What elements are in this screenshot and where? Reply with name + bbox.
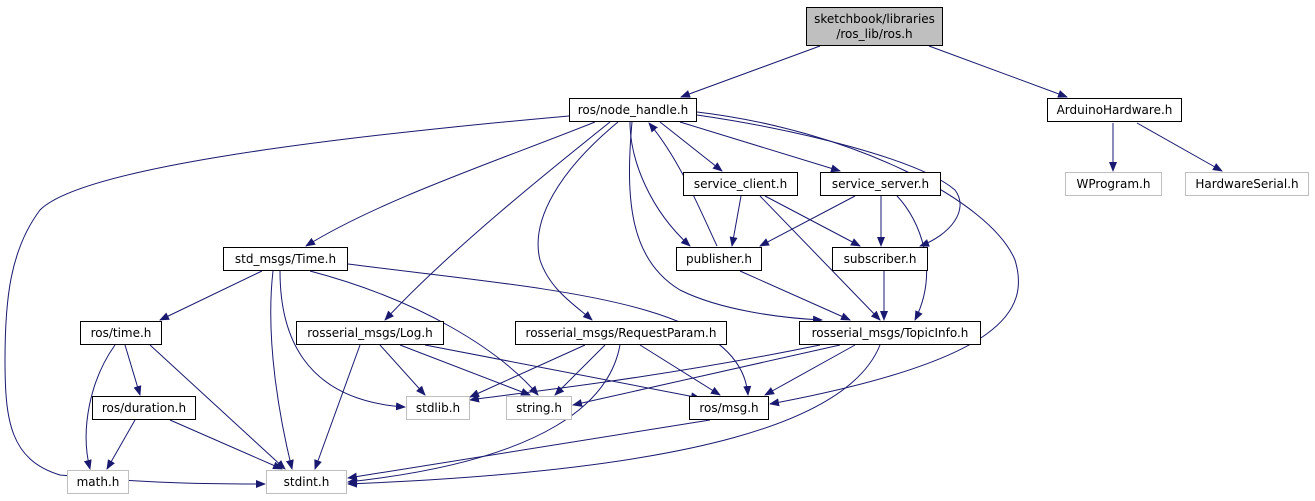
- node-string[interactable]: string.h: [506, 396, 572, 420]
- edge-root-to-arduino-hw: [928, 45, 1068, 98]
- node-ros-h-line1: sketchbook/libraries: [814, 11, 935, 26]
- edge-duration-to-math: [106, 419, 136, 470]
- node-arduino-hardware[interactable]: ArduinoHardware.h: [1047, 98, 1182, 122]
- node-ros-duration[interactable]: ros/duration.h: [92, 396, 196, 420]
- edge-node-handle-to-service-server: [679, 121, 841, 173]
- edge-rs-log-to-msg: [424, 344, 701, 401]
- node-ros-h-line2: /ros_lib/ros.h: [836, 26, 913, 41]
- node-service-server[interactable]: service_server.h: [820, 172, 941, 196]
- edge-duration-to-stdint: [169, 419, 283, 470]
- edge-topic-info-to-msg: [764, 344, 856, 396]
- edge-node-handle-to-rs-log: [384, 121, 611, 321]
- node-ros-h[interactable]: sketchbook/libraries /ros_lib/ros.h: [806, 7, 943, 46]
- edge-node-handle-to-msg: [696, 111, 1019, 407]
- edge-service-client-to-publisher: [729, 195, 742, 247]
- edge-node-handle-to-rs-request: [537, 121, 619, 321]
- edge-node-handle-to-std-time: [305, 121, 596, 247]
- edge-root-to-node-handle: [680, 45, 821, 98]
- edge-service-client-to-topic-info: [759, 195, 881, 321]
- node-publisher[interactable]: publisher.h: [676, 247, 762, 271]
- edge-service-client-to-subscriber: [764, 195, 861, 247]
- edge-ros-time-to-duration: [124, 344, 142, 396]
- edge-std-time-to-stdint: [270, 270, 294, 470]
- node-rosserial-log[interactable]: rosserial_msgs/Log.h: [296, 321, 444, 345]
- edge-rs-request-to-msg: [639, 344, 721, 396]
- node-hardware-serial[interactable]: HardwareSerial.h: [1185, 172, 1309, 196]
- node-stdint[interactable]: stdint.h: [266, 470, 347, 494]
- edge-rs-log-to-stdint: [314, 344, 361, 470]
- node-rosserial-request-param[interactable]: rosserial_msgs/RequestParam.h: [515, 321, 727, 345]
- edge-node-handle-to-stdint: [4, 115, 570, 488]
- edge-arduino-to-hardware-serial: [1136, 122, 1223, 172]
- edge-msg-to-stdint: [347, 419, 711, 481]
- node-std-msgs-time[interactable]: std_msgs/Time.h: [223, 247, 348, 271]
- edge-std-time-to-ros-time: [159, 270, 263, 321]
- edge-topic-info-to-stdint: [347, 344, 881, 488]
- edge-ros-time-to-math: [83, 344, 116, 470]
- node-stdlib[interactable]: stdlib.h: [406, 396, 470, 420]
- edge-rs-request-to-stdint: [347, 344, 621, 485]
- node-math[interactable]: math.h: [67, 470, 129, 494]
- edge-rs-log-to-stdlib: [379, 344, 426, 396]
- edge-rs-log-to-string: [399, 344, 531, 396]
- edge-std-time-to-string: [309, 270, 539, 396]
- node-ros-time[interactable]: ros/time.h: [80, 321, 162, 345]
- node-wprogram[interactable]: WProgram.h: [1065, 172, 1162, 196]
- node-ros-msg[interactable]: ros/msg.h: [689, 396, 769, 420]
- node-service-client[interactable]: service_client.h: [683, 172, 798, 196]
- node-node-handle[interactable]: ros/node_handle.h: [569, 98, 697, 122]
- node-rosserial-topic-info[interactable]: rosserial_msgs/TopicInfo.h: [799, 321, 981, 345]
- edge-topic-info-to-stdlib: [469, 344, 821, 403]
- edge-rs-request-to-stdlib: [469, 344, 586, 398]
- edge-node-handle-to-topic-info: [629, 121, 823, 324]
- edge-rs-request-to-string: [554, 344, 606, 396]
- edge-topic-info-to-string: [572, 344, 841, 407]
- edge-std-time-to-stdlib: [279, 270, 406, 411]
- node-subscriber[interactable]: subscriber.h: [832, 247, 928, 271]
- edge-node-handle-to-service-client: [659, 121, 723, 172]
- edge-publisher-to-topic-info: [739, 270, 851, 321]
- edge-std-time-to-msg: [347, 263, 752, 396]
- edge-node-handle-to-publisher: [629, 121, 691, 247]
- edge-service-server-to-publisher: [759, 195, 856, 247]
- edge-ros-time-to-stdint: [149, 344, 286, 470]
